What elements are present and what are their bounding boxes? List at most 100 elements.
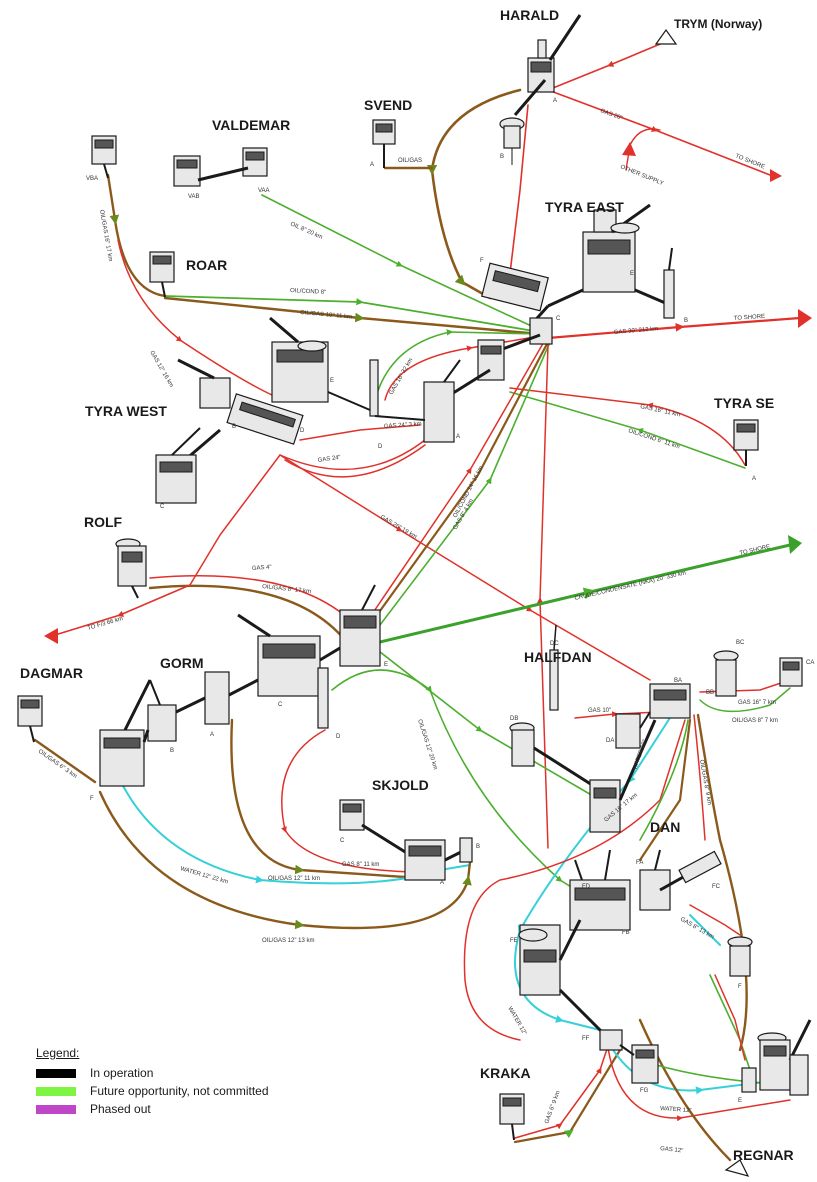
- id-dan-f: F: [738, 984, 742, 990]
- regnar-marker: [724, 1159, 750, 1177]
- pipe-halfdan-dan-red: [463, 719, 686, 1041]
- pl-15: GAS 26" 19 km: [379, 515, 418, 541]
- id-vab: VAB: [188, 194, 200, 200]
- legend-title: Legend:: [36, 1046, 80, 1060]
- pl-22: CRUDE/CONDENSATE (NKA) 20" 330 km: [574, 570, 686, 602]
- field-labels: HARALD TRYM (Norway) SVEND VALDEMAR ROAR…: [20, 7, 794, 1163]
- label-roar: ROAR: [186, 257, 227, 273]
- legend: Legend: In operation Future opportunity,…: [36, 1046, 269, 1118]
- label-dagmar: DAGMAR: [20, 665, 83, 681]
- pipe-tw-te-green-1: [374, 329, 541, 401]
- id-tw-c: C: [160, 504, 165, 510]
- pipe-regnar-oil: [638, 1018, 732, 1162]
- pl-4: OIL/GAS: [398, 158, 422, 164]
- label-tyra-east: TYRA EAST: [545, 199, 624, 215]
- pipe-tyrase-red: [509, 387, 746, 466]
- pipe-roar-green: [164, 295, 541, 333]
- label-kraka: KRAKA: [480, 1065, 531, 1081]
- pipe-regnar-red: [607, 1047, 791, 1122]
- legend-item-phased-out: Phased out: [36, 1100, 269, 1118]
- pl-23: TO SHORE: [739, 544, 771, 557]
- pl-13: GAS 16" 11 km: [640, 404, 681, 418]
- id-dan-fd: FD: [582, 884, 591, 890]
- label-harald: HARALD: [500, 7, 559, 23]
- harald-platform: [499, 14, 582, 165]
- rolf-platform: [115, 538, 147, 599]
- id-dan-ff: FF: [582, 1036, 590, 1042]
- pl-17: OIL/GAS 16" 17 km: [98, 209, 113, 262]
- pl-20: OIL/GAS 8" 17 km: [262, 584, 312, 595]
- pipe-tyra-shore-gas: [546, 316, 802, 340]
- legend-label: Phased out: [90, 1102, 151, 1116]
- skjold-complex: [339, 799, 473, 881]
- id-dan-e: E: [738, 1098, 742, 1104]
- pipe-halfdan-dan-oil: [638, 718, 692, 862]
- halfdan-complex: [509, 624, 803, 833]
- label-halfdan: HALFDAN: [524, 649, 592, 665]
- pipe-crude-shore: [378, 543, 792, 644]
- pl-29: GAS 8" 11 km: [342, 862, 379, 868]
- pl-6: TO SHORE: [734, 314, 766, 322]
- pipe-tw-loop-1: [279, 439, 426, 471]
- pl-39: GAS 12": [660, 1146, 684, 1154]
- id-harald-a: A: [553, 98, 557, 104]
- pipe-halfdan-gas-1: [574, 711, 661, 719]
- legend-item-in-operation: In operation: [36, 1064, 269, 1082]
- pipe-dan-ff-red: [689, 904, 741, 936]
- valdemar-platforms: [91, 135, 268, 187]
- pipe-harald-shore-gas: [547, 89, 771, 176]
- trym-marker: [654, 28, 678, 45]
- pipe-gorm-tyra-oil: [370, 340, 550, 624]
- pl-33: OIL/GAS 8" 7 km: [732, 718, 778, 724]
- gorm-complex: [99, 584, 381, 787]
- id-dan-fe: FE: [510, 938, 518, 944]
- id-dan-fa: FA: [636, 860, 643, 866]
- svend-platform: [372, 119, 396, 168]
- id-skjold-c: C: [340, 838, 345, 844]
- label-regnar: REGNAR: [733, 1147, 794, 1163]
- pipe-rolf-oil: [148, 584, 347, 642]
- other-supply-arrow: [622, 142, 636, 156]
- platform-ids: A VBA VAB VAA A B F E B C D B C E D A A …: [86, 98, 814, 1104]
- id-skjold-a: A: [440, 880, 444, 886]
- id-gorm-d: D: [336, 734, 341, 740]
- pipe-gorm-tyra-red: [367, 339, 546, 621]
- pl-41: GAS 8" 13 km: [679, 917, 715, 941]
- pipe-gorm-skjold-oil: [230, 718, 422, 880]
- id-te-c: C: [556, 316, 561, 322]
- pl-31: GAS 10": [588, 708, 611, 714]
- pipeline-labels: GAS 20" TO SHORE OTHER SUPPLY OIL/GAS GA…: [37, 108, 778, 1154]
- pl-14: OIL/COND 6" 11 km: [627, 428, 680, 450]
- label-trym: TRYM (Norway): [674, 17, 762, 31]
- id-halfdan-dc: DC: [550, 641, 559, 647]
- label-gorm: GORM: [160, 655, 204, 671]
- pipe-tw-gorm-red: [189, 454, 281, 586]
- id-gorm-f: F: [90, 796, 94, 802]
- id-vba: VBA: [86, 176, 98, 182]
- pl-16: GAS 16" 32 km: [389, 357, 415, 396]
- pl-37: WATER 12": [506, 1006, 527, 1036]
- platforms: [17, 14, 812, 1177]
- pl-21: TO F/3 66 km: [87, 616, 124, 632]
- pipe-kraka-red: [514, 1039, 611, 1139]
- pipe-harald-tyra-oil: [426, 88, 522, 300]
- pl-40: WATER 12": [660, 1106, 692, 1114]
- tyra-east-complex: [369, 203, 675, 443]
- legend-label: In operation: [90, 1066, 154, 1080]
- pl-1: GAS 20": [599, 108, 623, 122]
- to-shore-arrow-1: [770, 169, 782, 182]
- id-vaa: VAA: [258, 188, 270, 194]
- id-halfdan-bb: BB: [706, 690, 714, 696]
- kraka-platform: [499, 1093, 525, 1141]
- pipe-tyrase-green: [509, 391, 746, 469]
- legend-item-future: Future opportunity, not committed: [36, 1082, 269, 1100]
- id-te-b: B: [684, 318, 688, 324]
- to-shore-arrow-3: [788, 535, 802, 554]
- id-halfdan-da: DA: [606, 738, 614, 744]
- pipe-halfdan-ca-green: [699, 687, 791, 713]
- pl-10: GAS 12" 16 km: [148, 350, 174, 389]
- pipe-roar-oil: [163, 296, 542, 336]
- pipe-harald-tyra-gas: [507, 104, 529, 291]
- legend-swatch-future: [36, 1086, 76, 1096]
